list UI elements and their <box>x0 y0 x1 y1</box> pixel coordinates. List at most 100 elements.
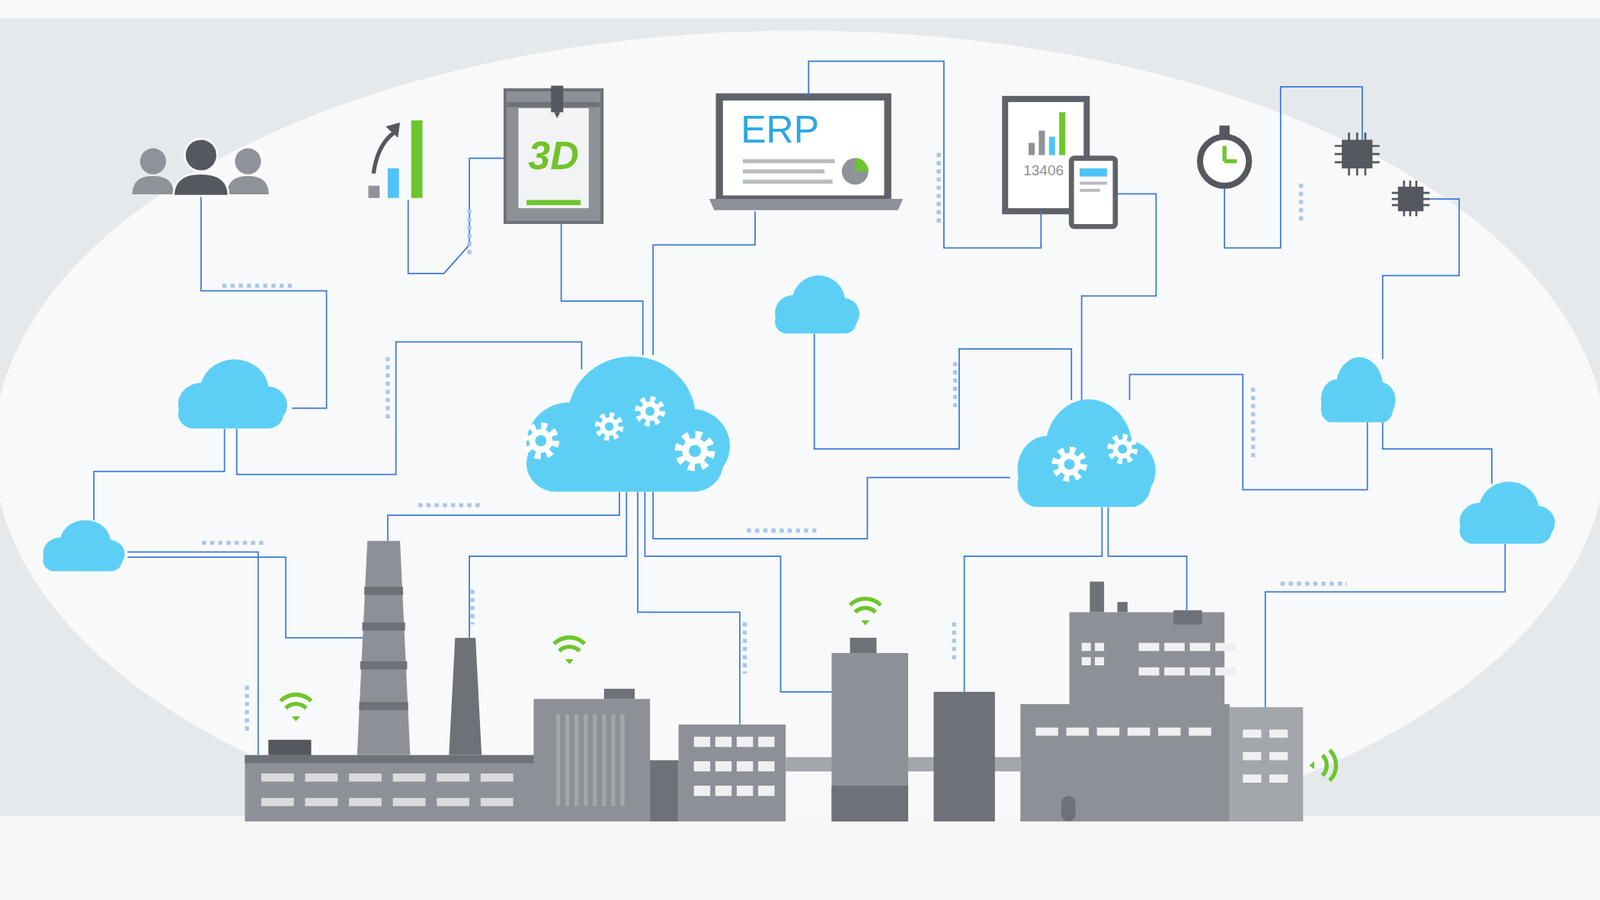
wire-dots-part <box>222 283 292 288</box>
wires-part <box>469 491 627 637</box>
factories-part <box>244 755 536 764</box>
erp-laptop-icon-part <box>742 159 836 164</box>
wires-part <box>561 222 644 356</box>
gears <box>526 399 1135 479</box>
factories-part <box>850 637 877 653</box>
wire-dots-part <box>244 685 249 735</box>
monitor-tablet-icon-part <box>1079 188 1101 192</box>
office-windows-part <box>694 785 711 796</box>
wires-part <box>644 491 837 692</box>
growth-chart-icon-part <box>411 120 423 199</box>
factory-stripes-part <box>592 713 597 807</box>
factories-part <box>1173 610 1203 625</box>
office-windows-part <box>694 761 711 772</box>
factories-part <box>1061 795 1076 821</box>
clouds <box>43 275 1556 572</box>
connector-wire <box>808 60 1041 248</box>
people-icon-part <box>132 148 175 195</box>
factory-windows-part <box>1164 643 1185 652</box>
factory-windows-part <box>1215 643 1236 652</box>
ground-part <box>0 816 1600 900</box>
factory-windows-part <box>304 797 338 807</box>
wifi-signals-part <box>850 598 881 626</box>
factory-windows-part <box>480 797 514 807</box>
factory-windows-part <box>261 773 295 782</box>
3d-printer-icon-part <box>550 85 564 112</box>
wire-dots-part <box>1251 387 1255 460</box>
factories-part <box>832 785 909 822</box>
stopwatch-icon-part <box>1219 125 1229 135</box>
stopwatch-icon <box>1200 125 1249 186</box>
node-text: 13406 <box>1023 163 1064 180</box>
factories-part <box>1089 581 1104 612</box>
factories-part <box>1069 611 1226 704</box>
office-windows-part <box>758 736 775 747</box>
people-icon-part-part <box>173 173 229 196</box>
3d-printer-icon-part <box>518 108 589 208</box>
erp-laptop-icon-part <box>854 158 868 172</box>
printer-screen: 3D <box>505 89 602 223</box>
factory-windows-part <box>393 773 426 782</box>
wires-part <box>1382 422 1492 484</box>
factory-windows-part <box>436 797 470 807</box>
gears-part <box>1110 436 1135 461</box>
erp-laptop-icon-part <box>709 198 903 211</box>
factory-windows-part <box>1269 729 1288 738</box>
people-icon-part-part <box>140 148 167 175</box>
clouds-part <box>1017 399 1156 507</box>
factories-part <box>533 698 650 822</box>
people-icon-part-part <box>227 176 269 195</box>
factory-windows-part <box>1242 774 1261 783</box>
wifi-signals-part <box>553 636 585 664</box>
factories-part <box>1020 704 1230 822</box>
factory-windows-part <box>348 797 382 807</box>
people-icon-part <box>173 138 229 196</box>
people-icon-part-part <box>132 176 175 195</box>
factory-stripes <box>556 713 625 807</box>
wires-part <box>408 158 508 274</box>
chip-icon-part <box>1334 132 1380 176</box>
factory-stripes-part <box>565 713 570 807</box>
stopwatch-icon-part <box>1200 136 1249 186</box>
monitor-tablet-icon-part <box>1049 136 1056 155</box>
wires-part <box>652 211 756 356</box>
wires-part <box>127 556 365 638</box>
office-windows-part <box>715 761 732 772</box>
monitor-tablet-icon-part <box>1071 158 1116 228</box>
erp-screen: ERP <box>719 96 888 199</box>
growth-chart-icon-part <box>373 132 394 174</box>
wire-dots-part <box>952 622 957 664</box>
factory-windows-part <box>1269 774 1288 783</box>
wires-part <box>127 551 258 755</box>
growth-chart-icon <box>368 120 423 199</box>
wire-dots-part <box>742 622 747 674</box>
clouds-part <box>178 359 288 429</box>
wifi-signals-part <box>280 694 311 721</box>
wifi-signals-part-part <box>1308 749 1336 781</box>
wires-part <box>1107 506 1187 610</box>
clouds-part <box>774 275 860 334</box>
factory-windows-part <box>1188 727 1211 736</box>
factory-windows <box>261 773 514 807</box>
factory-windows-part <box>1158 727 1181 736</box>
factory-windows-part <box>1190 667 1211 676</box>
gears-part <box>678 435 711 468</box>
factories-part <box>933 691 995 822</box>
wire-dots-part <box>1280 581 1348 586</box>
factory-windows-part <box>480 773 514 782</box>
wifi-signals-part <box>1308 749 1336 781</box>
wires-part <box>814 333 1072 449</box>
chip-icon-part <box>1341 139 1373 168</box>
office-windows-part <box>736 736 753 747</box>
wire-dots-part <box>470 589 474 625</box>
monitor-tablet-icon-part <box>1079 181 1108 185</box>
3d-printer-icon <box>505 85 602 222</box>
factory-windows-part <box>1081 656 1092 666</box>
ground-part <box>0 30 1600 868</box>
clouds-part <box>43 519 125 571</box>
gears-part <box>637 399 662 423</box>
office-windows-part <box>715 785 732 796</box>
factory-windows-part <box>393 797 426 807</box>
